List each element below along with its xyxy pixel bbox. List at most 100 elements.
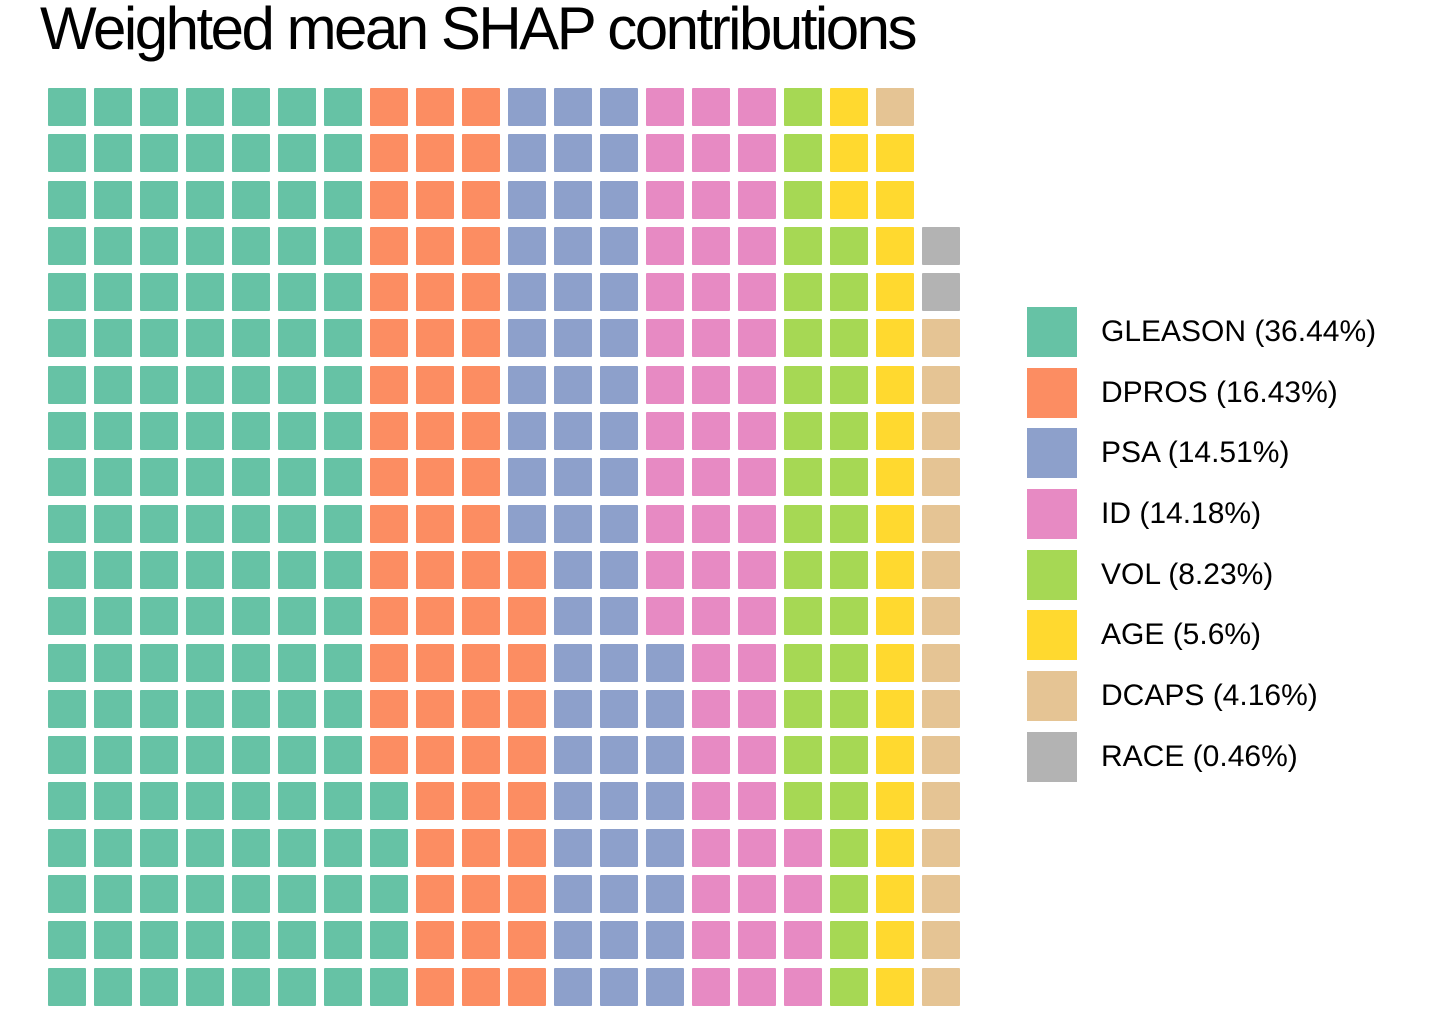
waffle-cell-id xyxy=(692,412,730,451)
waffle-cell-gleason xyxy=(278,319,316,358)
waffle-cell-gleason xyxy=(48,134,86,173)
waffle-cell-gleason xyxy=(232,782,270,821)
waffle-cell-gleason xyxy=(186,319,224,358)
waffle-cell-gleason xyxy=(278,226,316,265)
waffle-cell-gleason xyxy=(186,828,224,867)
waffle-cell-gleason xyxy=(186,226,224,265)
waffle-cell-dpros xyxy=(370,273,408,312)
waffle-cell-dpros xyxy=(416,597,454,636)
waffle-cell-vol xyxy=(830,921,868,960)
waffle-cell-id xyxy=(738,319,776,358)
waffle-cell-psa xyxy=(646,921,684,960)
waffle-cell-gleason xyxy=(48,365,86,404)
waffle-cell-psa xyxy=(554,458,592,497)
waffle-cell-psa xyxy=(508,504,546,543)
waffle-cell-gleason xyxy=(324,319,362,358)
waffle-cell-dcaps xyxy=(876,88,914,126)
waffle-cell-gleason xyxy=(48,504,86,543)
waffle-cell-gleason xyxy=(94,273,132,312)
waffle-cell-gleason xyxy=(140,689,178,728)
waffle-cell-gleason xyxy=(324,180,362,219)
waffle-cell-psa xyxy=(554,782,592,821)
legend-swatch-race xyxy=(1027,731,1077,782)
waffle-cell-gleason xyxy=(140,226,178,265)
waffle-cell-gleason xyxy=(48,597,86,636)
waffle-cell-psa xyxy=(554,828,592,867)
waffle-cell-dpros xyxy=(462,967,500,1006)
waffle-cell-id xyxy=(646,226,684,265)
waffle-cell-dcaps xyxy=(922,689,960,728)
waffle-cell-id xyxy=(692,921,730,960)
waffle-cell-gleason xyxy=(370,921,408,960)
waffle-cell-gleason xyxy=(94,319,132,358)
waffle-cell-gleason xyxy=(232,504,270,543)
waffle-cell-gleason xyxy=(186,782,224,821)
waffle-cell-id xyxy=(738,134,776,173)
waffle-cell-dcaps xyxy=(922,365,960,404)
waffle-cell-id xyxy=(692,828,730,867)
waffle-cell-gleason xyxy=(186,365,224,404)
waffle-cell-dpros xyxy=(416,782,454,821)
waffle-cell-gleason xyxy=(94,458,132,497)
waffle-cell-dpros xyxy=(370,504,408,543)
waffle-cell-gleason xyxy=(324,504,362,543)
waffle-cell-psa xyxy=(554,88,592,126)
waffle-cell-dpros xyxy=(370,458,408,497)
waffle-cell-gleason xyxy=(370,782,408,821)
waffle-cell-dpros xyxy=(462,273,500,312)
waffle-cell-psa xyxy=(600,782,638,821)
waffle-cell-vol xyxy=(830,412,868,451)
waffle-cell-id xyxy=(692,458,730,497)
waffle-cell-dpros xyxy=(462,736,500,775)
waffle-cell-psa xyxy=(646,875,684,914)
waffle-cell-gleason xyxy=(48,921,86,960)
waffle-cell-dpros xyxy=(416,226,454,265)
waffle-cell-dpros xyxy=(462,504,500,543)
waffle-cell-gleason xyxy=(48,875,86,914)
waffle-cell-dpros xyxy=(416,412,454,451)
waffle-cell-psa xyxy=(554,273,592,312)
legend-item-race: RACE (0.46%) xyxy=(1027,731,1376,782)
waffle-cell-vol xyxy=(784,458,822,497)
waffle-cell-vol xyxy=(784,643,822,682)
waffle-cell-dcaps xyxy=(922,828,960,867)
waffle-cell-age xyxy=(876,782,914,821)
waffle-cell-id xyxy=(692,88,730,126)
waffle-cell-age xyxy=(876,134,914,173)
waffle-cell-psa xyxy=(600,365,638,404)
waffle-cell-gleason xyxy=(140,412,178,451)
waffle-cell-dpros xyxy=(370,319,408,358)
waffle-cell-id xyxy=(692,782,730,821)
waffle-cell-gleason xyxy=(232,643,270,682)
waffle-cell-vol xyxy=(830,643,868,682)
waffle-cell-dpros xyxy=(416,134,454,173)
waffle-cell-psa xyxy=(554,921,592,960)
waffle-cell-gleason xyxy=(94,597,132,636)
waffle-cell-vol xyxy=(784,319,822,358)
waffle-cell-gleason xyxy=(48,643,86,682)
waffle-cell-gleason xyxy=(94,736,132,775)
waffle-cell-gleason xyxy=(48,412,86,451)
waffle-cell-gleason xyxy=(48,828,86,867)
waffle-cell-age xyxy=(876,365,914,404)
legend-item-gleason: GLEASON (36.44%) xyxy=(1027,307,1376,357)
legend-label-age: AGE (5.6%) xyxy=(1101,618,1262,652)
waffle-cell-gleason xyxy=(324,967,362,1006)
waffle-cell-gleason xyxy=(278,88,316,126)
legend-swatch-id xyxy=(1027,489,1077,540)
waffle-cell-gleason xyxy=(232,88,270,126)
waffle-cell-gleason xyxy=(140,319,178,358)
waffle-cell-dpros xyxy=(462,458,500,497)
legend-label-id: ID (14.18%) xyxy=(1101,497,1262,531)
legend-label-dcaps: DCAPS (4.16%) xyxy=(1101,679,1318,713)
waffle-cell-age xyxy=(876,550,914,589)
waffle-cell-psa xyxy=(508,226,546,265)
waffle-cell-id xyxy=(738,597,776,636)
waffle-cell-gleason xyxy=(278,458,316,497)
waffle-cell-id xyxy=(692,967,730,1006)
waffle-cell-psa xyxy=(554,550,592,589)
waffle-cell-dpros xyxy=(370,88,408,126)
waffle-cell-dpros xyxy=(416,967,454,1006)
waffle-cell-dcaps xyxy=(922,504,960,543)
waffle-cell-gleason xyxy=(232,273,270,312)
